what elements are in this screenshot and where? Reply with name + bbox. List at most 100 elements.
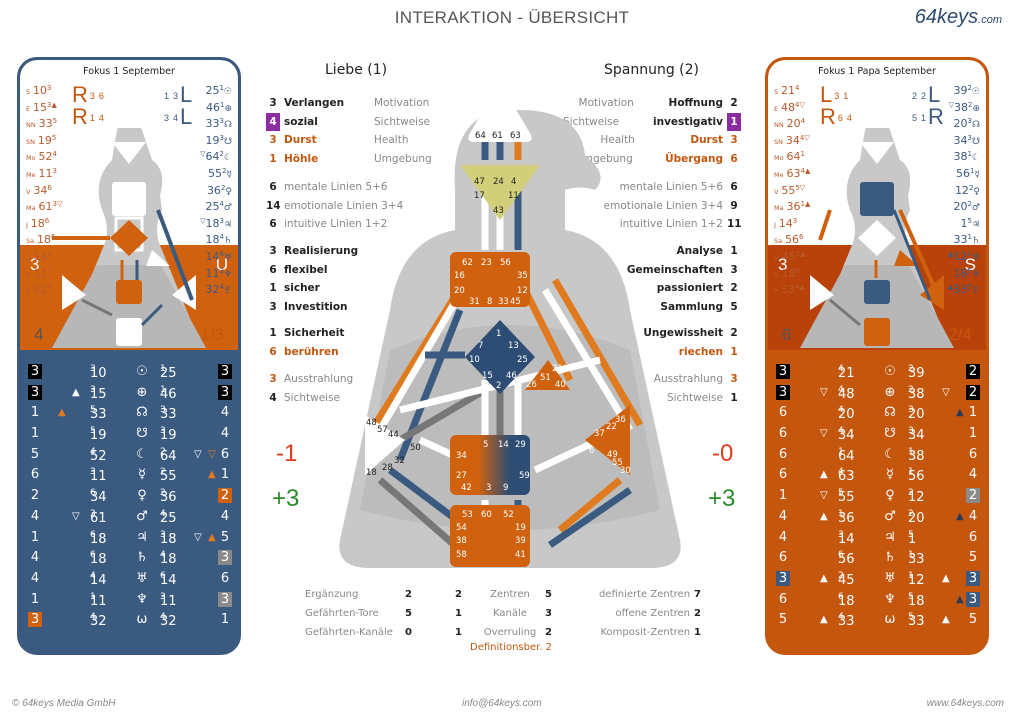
line-count-left: 5 <box>30 446 40 462</box>
planet-line: 4 <box>219 200 224 209</box>
planet-abbr: Me <box>774 170 784 179</box>
logo-suffix: .com <box>978 14 1002 26</box>
left-mini-bodygraph <box>52 102 206 348</box>
item-count: 3 <box>730 263 738 276</box>
attribute-count: 1 <box>269 152 277 165</box>
planet-mark: ▲ <box>800 249 806 258</box>
gate-label-ajna: 17 <box>474 191 485 201</box>
gate-number: 20 <box>908 407 925 423</box>
planet-glyph-icon: ♄ <box>971 236 980 247</box>
design-planet-row: P 324 <box>26 281 62 298</box>
logo[interactable]: 64keys.com <box>915 6 1002 29</box>
planet-line: 6 <box>798 233 804 242</box>
gate-number: 12 <box>908 572 925 588</box>
gate-line: 5 <box>908 529 914 540</box>
planet-glyph-icon: ♃ <box>971 219 980 230</box>
gate-line: 4 <box>160 508 166 519</box>
planet-gate: 36 <box>786 200 801 214</box>
stat-label: offene Zentren <box>615 608 691 619</box>
planet-glyph-icon: ☋ <box>224 136 232 147</box>
item-label: Sichtweise <box>284 391 341 404</box>
planet-glyph-icon: ☾ <box>136 446 148 462</box>
planet-gate: 18 <box>205 233 220 247</box>
gate-label-root: 39 <box>515 536 526 546</box>
left-personality-planets: 251☉461⊕333☊193☋▽642☾552☿362♀254♂▽183♃18… <box>200 82 232 298</box>
gate-line: 2 <box>160 488 166 499</box>
design-planet-row: E 153▲ <box>26 99 62 116</box>
planet-mark: ▽ <box>804 133 810 142</box>
planet-glyph-icon: ω <box>136 612 148 628</box>
gate-line: 6 <box>838 550 844 561</box>
planet-line: 2 <box>968 183 974 192</box>
planet-gate: 38 <box>953 150 968 164</box>
planet-gate: 39 <box>953 84 968 97</box>
item-label: Sichtweise <box>666 391 723 404</box>
gate-label-sacral: 29 <box>515 440 526 450</box>
planet-gate: 1 <box>960 216 968 230</box>
gate-line: 4 <box>160 550 166 561</box>
attribute-category: Health <box>600 134 635 147</box>
planet-glyph-icon: ☊ <box>884 405 896 421</box>
item-label: Ungewissheit <box>643 327 723 339</box>
planet-gate: 10 <box>33 84 48 97</box>
planet-abbr: P <box>26 287 30 296</box>
gate-line: 1 <box>908 550 914 561</box>
stat-value: 2 <box>545 627 552 638</box>
stat-label: definierte Zentren <box>598 589 691 600</box>
planet-gate: 63 <box>786 166 801 180</box>
gate-number: 33 <box>908 614 925 630</box>
planet-glyph-icon: ☋ <box>136 426 148 442</box>
planet-line: 6 <box>47 183 52 192</box>
planet-glyph-icon: ♃ <box>223 219 232 230</box>
design-planet-row: Mo 641 <box>774 148 810 165</box>
design-planet-row: N 111 <box>26 265 62 282</box>
gate-line: 1 <box>160 384 166 395</box>
footer-website[interactable]: www.64keys.com <box>926 698 1004 709</box>
planet-gate: 18 <box>30 216 45 230</box>
attribute-category: Sichtweise <box>563 115 620 128</box>
gate-label-throat: 62 <box>462 258 473 268</box>
personality-planet-row: 331♄ <box>948 231 980 248</box>
line-count-right: 2 <box>218 488 232 504</box>
planet-abbr: SN <box>26 137 35 146</box>
planet-abbr: Ma <box>774 204 784 213</box>
planet-glyph-icon: ♅ <box>884 570 896 586</box>
gate-line: 4 <box>90 446 96 457</box>
item-label: mentale Linien 5+6 <box>619 181 723 193</box>
gate-number: 20 <box>838 407 855 423</box>
gate-line: 2 <box>908 488 914 499</box>
personality-planet-row: 113♆ <box>200 265 232 282</box>
planet-line: 6 <box>50 233 56 242</box>
planet-gate: 18 <box>953 266 968 280</box>
attribute-label: Verlangen <box>284 97 345 109</box>
planet-abbr: V <box>26 187 31 196</box>
gate-label-solar: 55 <box>612 458 623 468</box>
gate-label-ajna: 24 <box>493 177 504 187</box>
gate-number: 34 <box>90 490 107 506</box>
planet-line: 1 <box>967 233 972 242</box>
personality-planet-row: 202♂ <box>948 198 980 215</box>
gate-label-root: 58 <box>456 550 467 560</box>
left-card-title: Fokus 1 September <box>83 66 175 77</box>
solar-plexus-center <box>172 275 196 310</box>
footer-email[interactable]: info@64keys.com <box>462 698 542 709</box>
triangle-icon: ▽ <box>194 448 202 460</box>
planet-gate: 11 <box>205 266 220 280</box>
